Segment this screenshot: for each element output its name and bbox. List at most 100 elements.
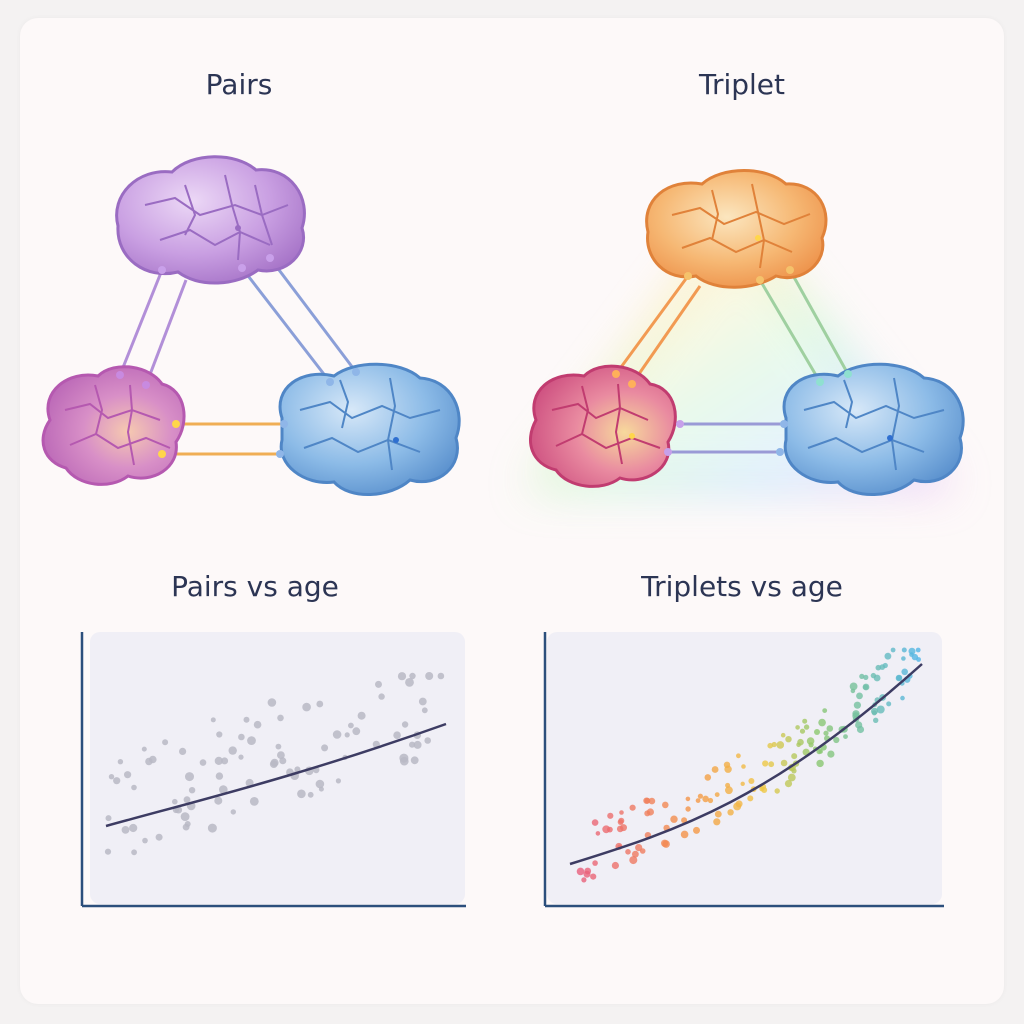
scatter-point (662, 801, 669, 809)
scatter-point (818, 718, 826, 727)
scatter-point (214, 796, 223, 805)
scatter-point (378, 693, 385, 700)
scatter-point (808, 742, 814, 748)
scatter-point (901, 668, 908, 676)
scatter-point (863, 674, 869, 681)
scatter-point (879, 664, 886, 670)
scatter-point (344, 732, 350, 738)
scatter-point (410, 756, 419, 765)
scatter-point (873, 717, 879, 723)
scatter-point (155, 833, 163, 841)
scatter-point (797, 738, 804, 746)
scatter-point (215, 772, 224, 780)
scatter-point (714, 810, 722, 818)
scatter-point (733, 802, 742, 811)
scatter-point (141, 746, 147, 752)
scatter-point (352, 727, 361, 736)
scatter-point (405, 678, 414, 687)
scatter-point (816, 759, 824, 768)
scatter-point (108, 774, 115, 780)
scatter-point (890, 647, 896, 653)
scatter-point (277, 714, 284, 722)
scatter-point (843, 734, 848, 739)
scatter-point (850, 688, 856, 694)
scatter-point (214, 756, 223, 766)
scatter-point (413, 740, 422, 749)
scatter-point (357, 711, 366, 720)
scatter-point (590, 873, 597, 880)
scatter-point (247, 736, 256, 745)
scatter-point (616, 825, 624, 833)
scatter-point (611, 861, 620, 870)
brain-blue-right-triplet (776, 362, 965, 496)
scatter-point (124, 771, 132, 779)
trend-line-triplets (569, 663, 923, 866)
scatter-point (748, 778, 755, 784)
scatter-point (184, 821, 191, 827)
scatter-point (901, 656, 906, 661)
scatter-point (827, 750, 835, 758)
scatter-point (849, 682, 858, 691)
link-triplet-top-left-b (630, 285, 702, 385)
scatter-point (207, 823, 217, 833)
scatter-point (862, 683, 870, 691)
scatter-point (714, 792, 720, 797)
scatter-point (884, 652, 892, 660)
scatter-point (348, 722, 354, 729)
scatter-point (424, 737, 432, 744)
scatter-point (725, 786, 733, 795)
scatter-point (425, 672, 434, 680)
scatter-point (131, 849, 138, 856)
scatter-point (332, 730, 342, 739)
scatter-point (401, 721, 409, 728)
scatter-point (780, 732, 786, 738)
scatter-point (768, 761, 775, 768)
scatter-point (131, 784, 137, 791)
scatter-point (297, 789, 306, 799)
scatter-point (802, 718, 808, 724)
scatter-point (725, 782, 731, 788)
scatter-point (607, 812, 614, 819)
scatter-point (399, 753, 409, 763)
scatter-point (142, 837, 148, 844)
scatter-point (230, 809, 236, 815)
scatter-point (279, 757, 287, 765)
scatter-point (583, 870, 591, 878)
scatter-point (607, 826, 613, 833)
scatter-point (662, 840, 670, 848)
brain-purple-top (115, 155, 306, 285)
brain-red-pink-left (529, 364, 684, 488)
scatter-point (121, 826, 130, 834)
scatter-point (916, 657, 921, 662)
scatter-point (713, 818, 721, 826)
scatter-point (117, 759, 124, 765)
scatter-point (421, 707, 428, 714)
scatter-point (814, 729, 820, 735)
scatter-point (681, 817, 688, 824)
scatter-point (856, 692, 863, 700)
scatter-point (632, 850, 639, 858)
scatter-point (104, 848, 112, 855)
scatter-point (302, 702, 311, 712)
scatter-point (670, 815, 678, 823)
scatter-point (822, 708, 828, 713)
scatter-point (803, 724, 810, 730)
scatter-point (693, 826, 700, 834)
scatter-point (591, 819, 599, 826)
scatter-point (908, 647, 916, 655)
scatter-point (771, 741, 777, 748)
scatter-point (876, 705, 885, 714)
scatter-point (409, 672, 416, 680)
scatter-point (727, 809, 734, 816)
scatter-point (886, 701, 892, 707)
scatter-point (895, 674, 903, 682)
scatter-point (619, 810, 624, 815)
scatter-point (695, 798, 701, 803)
scatter-points-pairs (104, 672, 445, 856)
link-triplet-top-left-a (614, 275, 690, 375)
scatter-point (105, 815, 112, 822)
scatter-point (859, 673, 865, 680)
scatter-points-triplets (576, 647, 921, 883)
scatter-point (437, 672, 445, 680)
